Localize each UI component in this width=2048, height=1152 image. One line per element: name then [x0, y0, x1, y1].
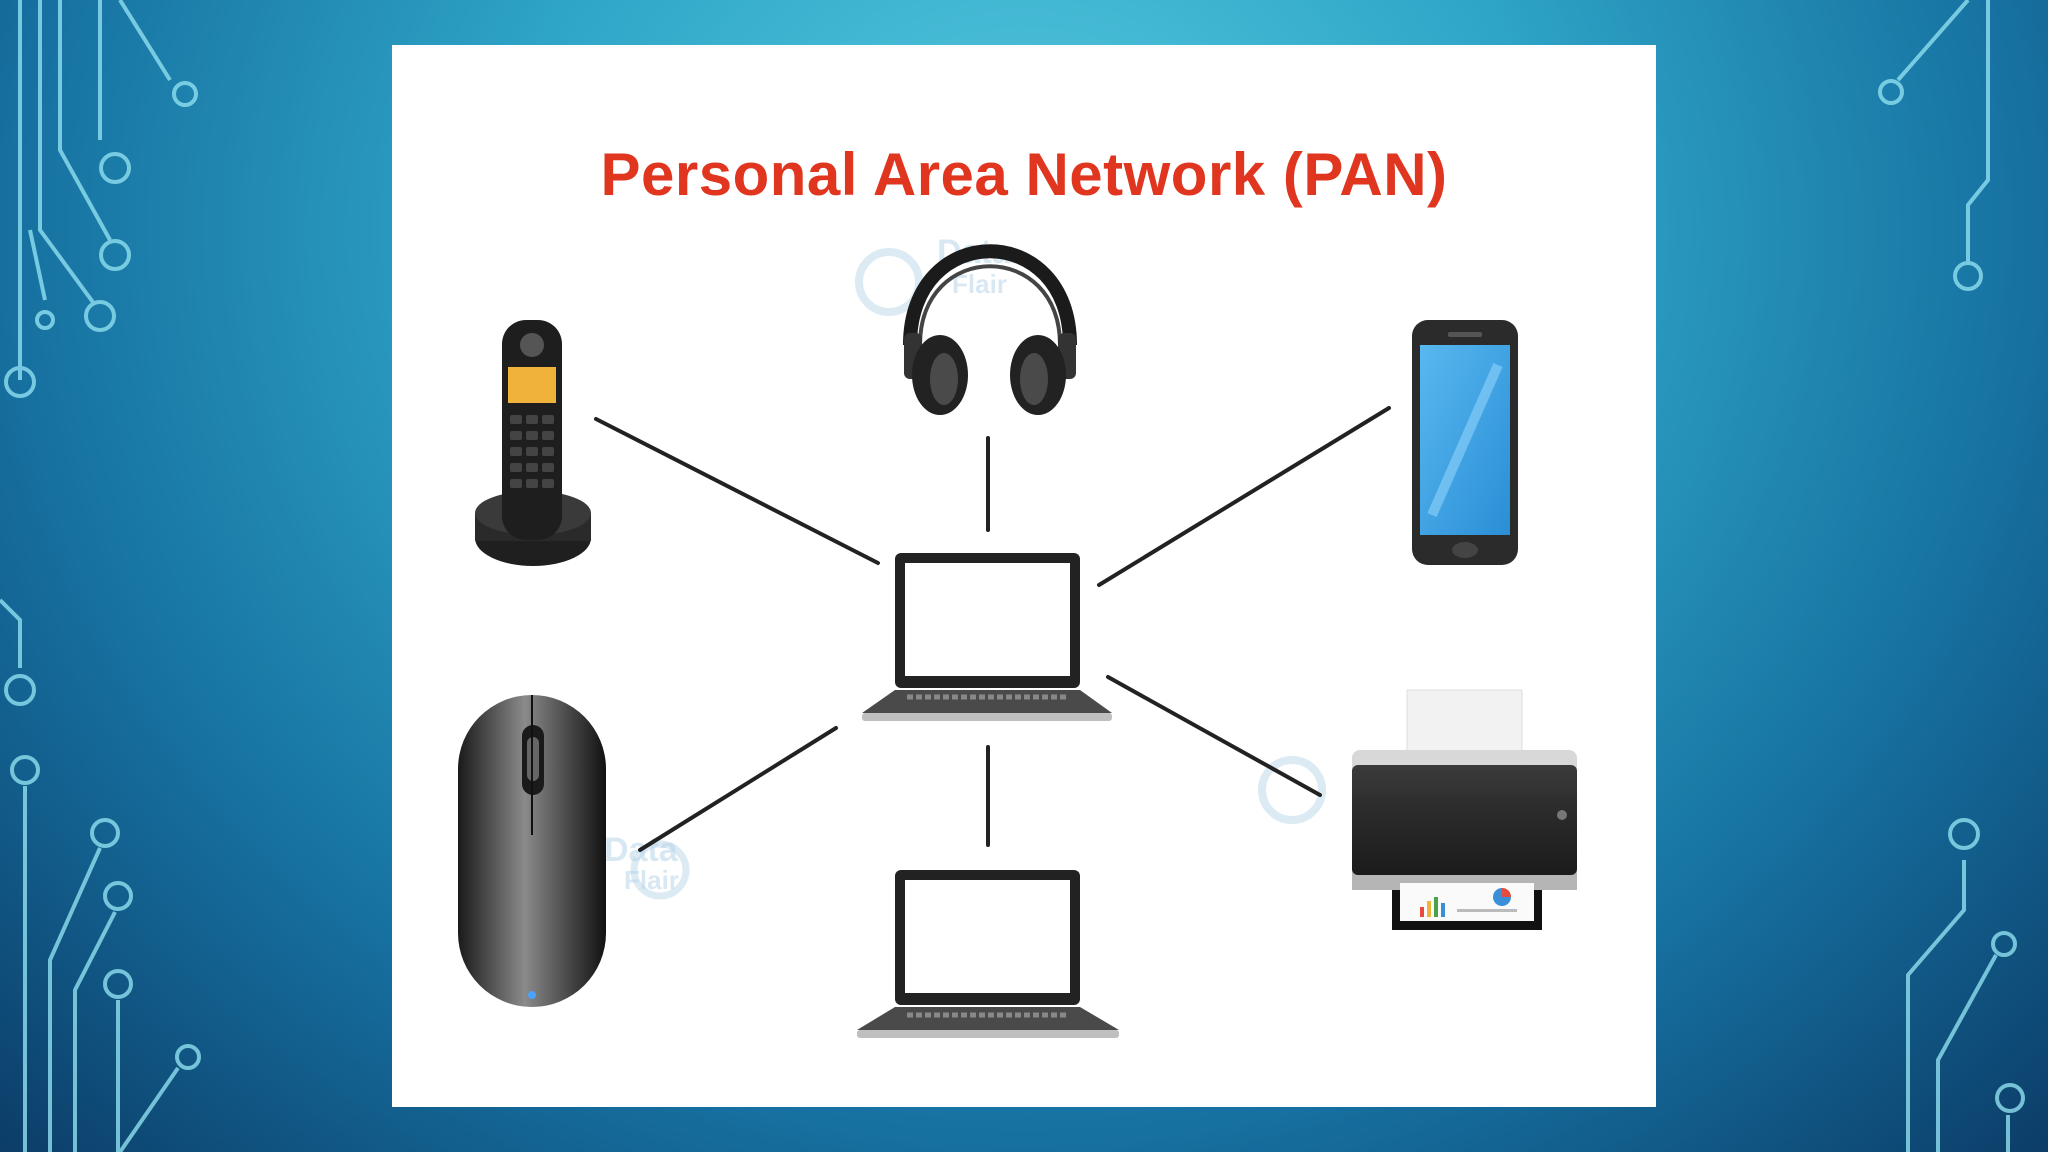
cordless-phone-icon — [475, 320, 591, 566]
connection-lines — [594, 406, 1391, 852]
link-cordless-phone — [594, 417, 880, 565]
headphones-icon — [903, 244, 1077, 415]
printer-icon — [1352, 689, 1577, 930]
laptop-icon — [857, 870, 1119, 1038]
watermark-text-flair: Flair — [624, 865, 679, 895]
link-smartphone — [1097, 406, 1391, 587]
laptop-hub-icon — [862, 553, 1112, 721]
smartphone-icon — [1412, 320, 1518, 565]
diagram-card: Personal Area Network (PAN) Data Flair — [392, 45, 1656, 1107]
watermark-left: Data Flair — [604, 831, 690, 900]
circuit-decoration-right — [1878, 0, 2025, 1152]
link-mouse — [638, 726, 838, 852]
printed-chart — [1420, 888, 1517, 917]
circuit-decoration-left — [0, 0, 201, 1152]
mouse-icon — [458, 695, 606, 1007]
diagram-title: Personal Area Network (PAN) — [600, 141, 1448, 208]
pan-diagram: Data Flair Data Flair — [458, 233, 1577, 1038]
link-printer — [1106, 675, 1322, 797]
watermark-right — [1258, 756, 1326, 824]
